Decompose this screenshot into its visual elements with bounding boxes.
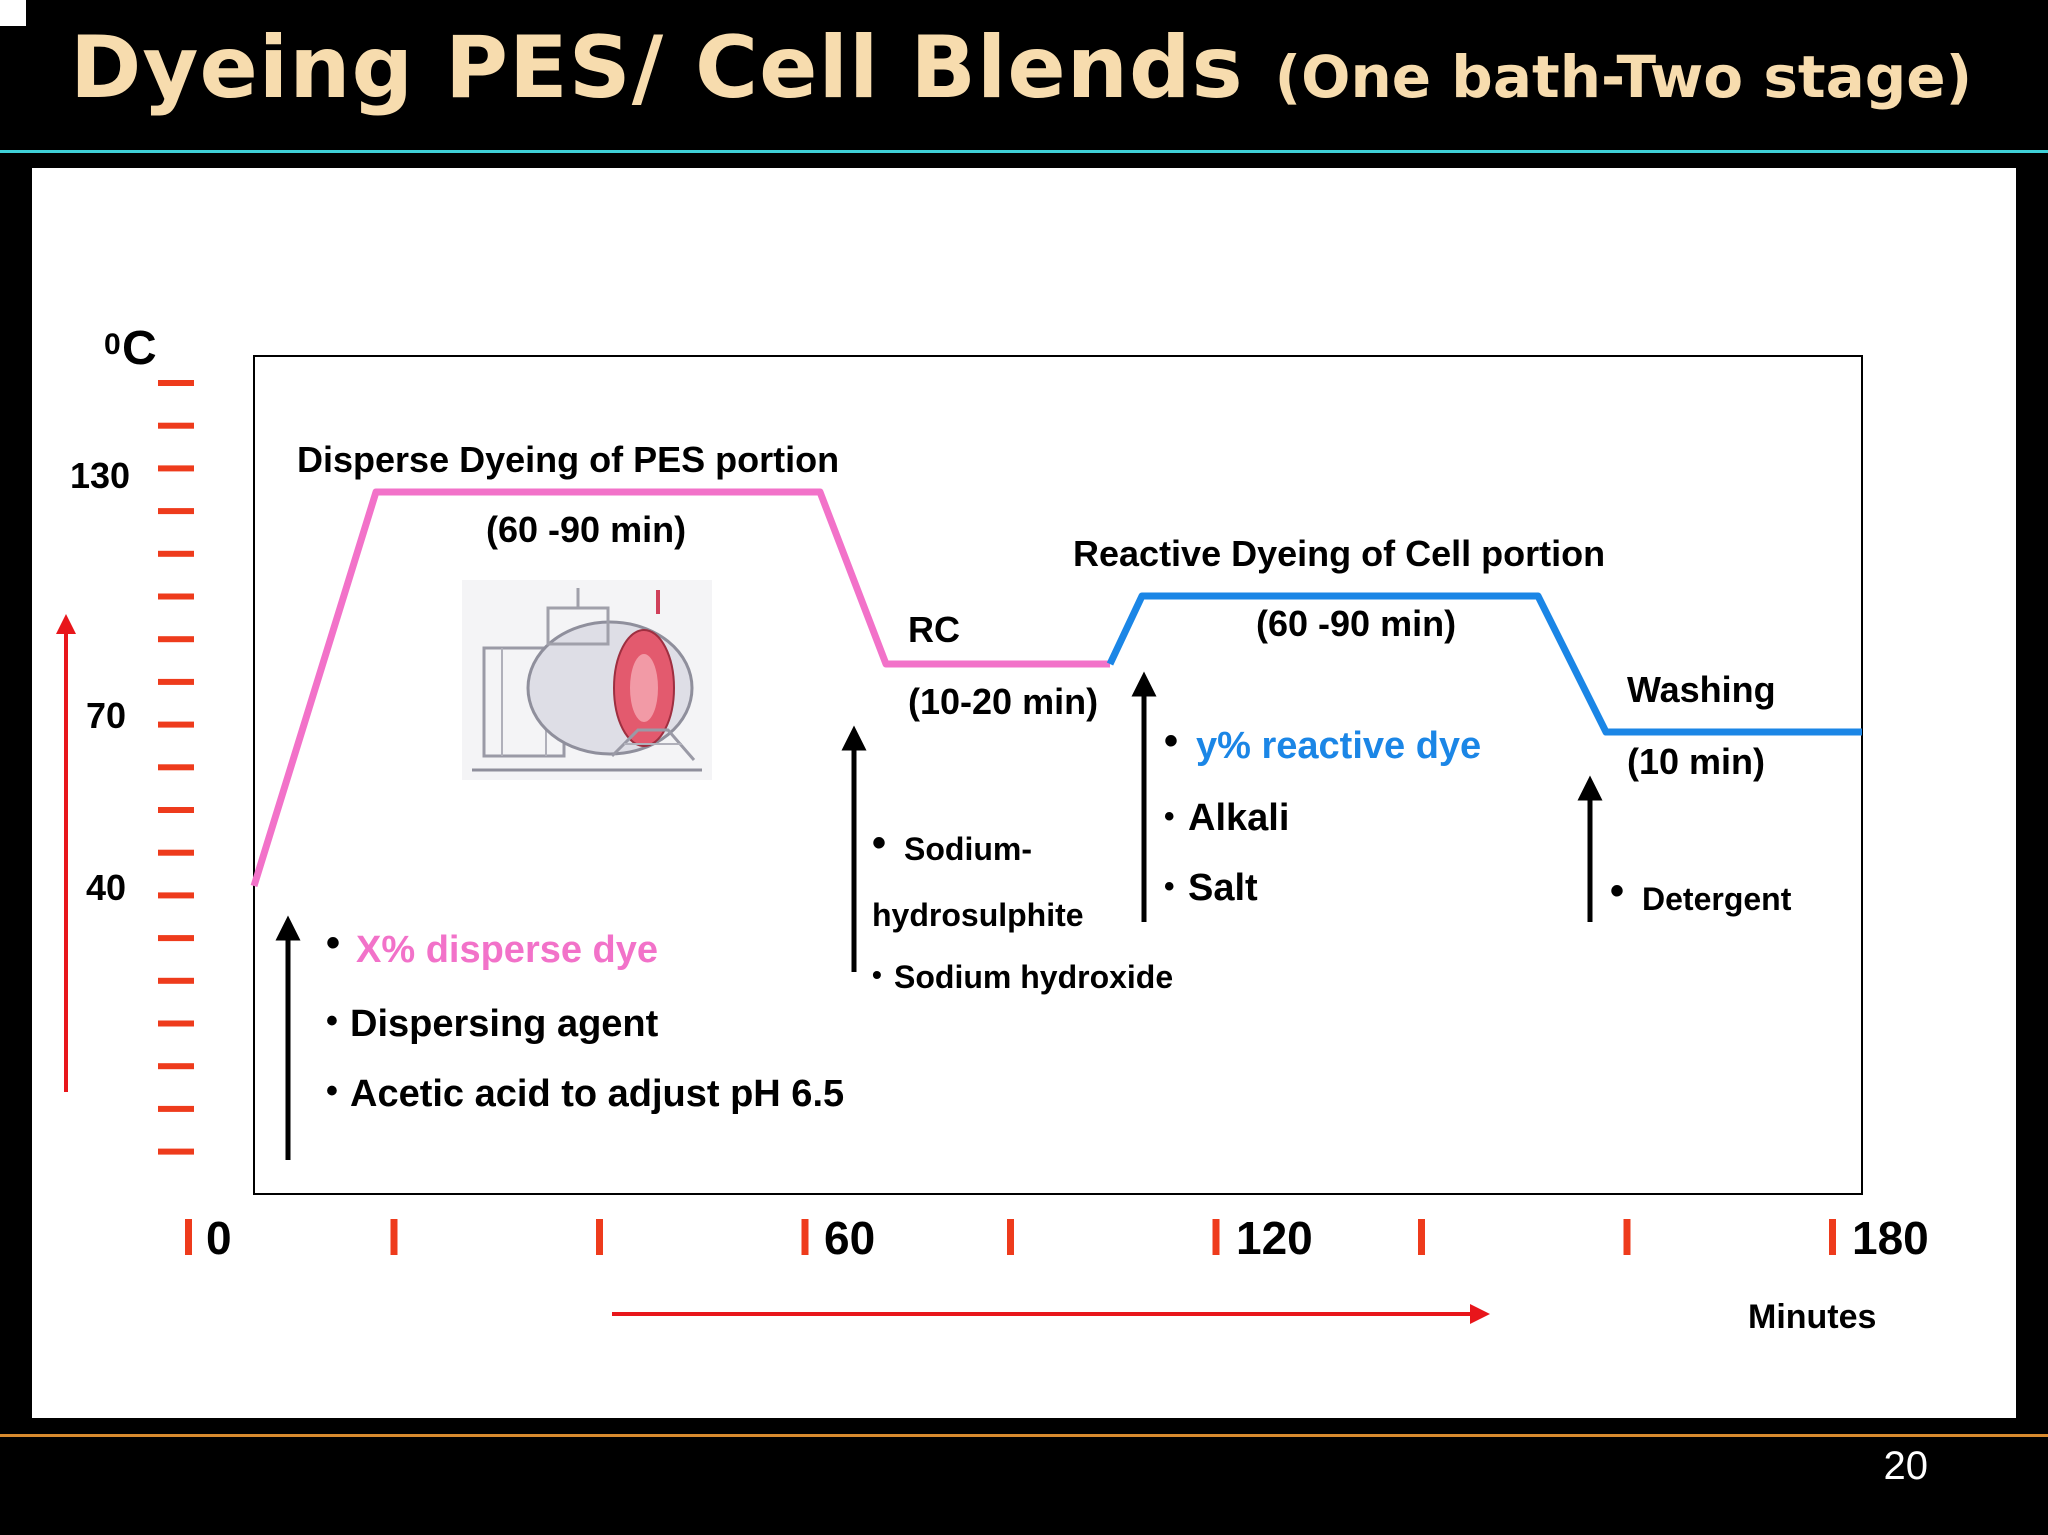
x-axis-mark: [1829, 1219, 1836, 1255]
x-axis-mark: [185, 1219, 192, 1255]
rc-stage-title: RC: [908, 609, 960, 650]
washing-stage-duration: (10 min): [1627, 741, 1765, 782]
x-axis-mark: [801, 1219, 809, 1255]
x-axis-mark: [1623, 1219, 1631, 1255]
reactive-addition-3: Salt: [1188, 867, 1258, 909]
reactive-stage-title: Reactive Dyeing of Cell portion: [1073, 533, 1605, 574]
x-axis-mark: [596, 1219, 603, 1255]
reactive-stage-duration: (60 -90 min): [1256, 603, 1456, 644]
y-axis-dash: [158, 849, 194, 856]
disperse-bullet-3: •: [326, 1072, 338, 1110]
y-axis-unit-sup: 0: [104, 328, 121, 361]
dyeing-machine-illustration: [462, 580, 712, 780]
washing-addition-1: Detergent: [1642, 881, 1792, 917]
x-tick-label-60: 60: [824, 1212, 875, 1264]
disperse-stage-title: Disperse Dyeing of PES portion: [297, 439, 839, 480]
y-tick-label-130: 130: [70, 455, 130, 496]
disperse-addition-2: Dispersing agent: [350, 1003, 659, 1045]
disperse-addition-3: Acetic acid to adjust pH 6.5: [350, 1073, 844, 1115]
rc-addition-2: Sodium hydroxide: [894, 959, 1173, 995]
y-axis-dash: [158, 764, 194, 771]
y-axis-dash: [158, 1105, 194, 1112]
x-axis-mark: [1418, 1219, 1425, 1255]
y-axis-dash: [158, 892, 194, 899]
top-divider: [0, 150, 2048, 153]
y-axis-dash: [158, 593, 194, 600]
y-axis-dash: [158, 1020, 194, 1027]
x-axis-mark: [1007, 1219, 1014, 1255]
washing-stage-title: Washing: [1627, 669, 1776, 710]
title-main: Dyeing PES/ Cell Blends: [70, 18, 1244, 118]
x-axis-marks: [185, 1219, 1836, 1255]
y-axis-dash: [158, 636, 194, 643]
x-axis-label: Minutes: [1748, 1298, 1876, 1336]
x-tick-label-180: 180: [1852, 1212, 1929, 1264]
rc-addition-1a: Sodium-: [904, 831, 1032, 867]
reactive-bullet-2: •: [1164, 800, 1175, 833]
rc-addition-1b: hydrosulphite: [872, 897, 1084, 933]
rc-bullet-2: •: [872, 959, 882, 990]
x-axis-mark: [1212, 1219, 1220, 1255]
y-axis-dash: [158, 678, 194, 685]
reactive-bullet-3: •: [1164, 870, 1175, 903]
disperse-addition-1: X% disperse dye: [356, 929, 658, 971]
y-axis-dash: [158, 1148, 194, 1155]
y-axis-dash: [158, 807, 194, 813]
washing-bullet-1: •: [1610, 869, 1624, 913]
corner-mark: [0, 0, 26, 26]
content-panel: [32, 168, 2016, 1418]
x-axis-mark: [390, 1219, 398, 1255]
disperse-bullet-1: •: [326, 921, 340, 965]
disperse-stage-curve: [250, 488, 1110, 888]
y-axis-dash: [158, 1063, 194, 1070]
reactive-stage-curve: [1106, 592, 1862, 736]
page-number: 20: [1883, 1444, 1929, 1488]
y-axis-dash: [158, 977, 194, 984]
y-axis-dash: [158, 935, 194, 942]
reactive-addition-2: Alkali: [1188, 797, 1289, 839]
y-axis-dash: [158, 380, 194, 386]
reactive-addition-1: y% reactive dye: [1196, 725, 1481, 767]
reactive-bullet-1: •: [1164, 719, 1178, 763]
y-axis-dash: [158, 465, 194, 472]
plot-frame: [253, 355, 1863, 1195]
y-axis-dashes: [158, 380, 194, 1155]
y-axis-unit: C: [122, 322, 157, 375]
x-tick-label-0: 0: [206, 1212, 232, 1264]
bottom-divider: [0, 1434, 2048, 1437]
disperse-bullet-2: •: [326, 1002, 338, 1040]
y-axis-dash: [158, 422, 194, 429]
disperse-stage-duration: (60 -90 min): [486, 509, 686, 550]
slide-title: Dyeing PES/ Cell Blends (One bath-Two st…: [70, 18, 1972, 118]
x-tick-label-120: 120: [1236, 1212, 1313, 1264]
y-axis-dash: [158, 508, 194, 515]
y-axis-dash: [158, 550, 194, 557]
rc-bullet-1: •: [872, 821, 886, 865]
y-tick-label-70: 70: [86, 695, 126, 736]
y-tick-label-40: 40: [86, 867, 126, 908]
rc-stage-duration: (10-20 min): [908, 681, 1098, 722]
title-sub: (One bath-Two stage): [1274, 43, 1973, 111]
title-bar: Dyeing PES/ Cell Blends (One bath-Two st…: [0, 0, 2048, 150]
y-axis-dash: [158, 721, 194, 728]
